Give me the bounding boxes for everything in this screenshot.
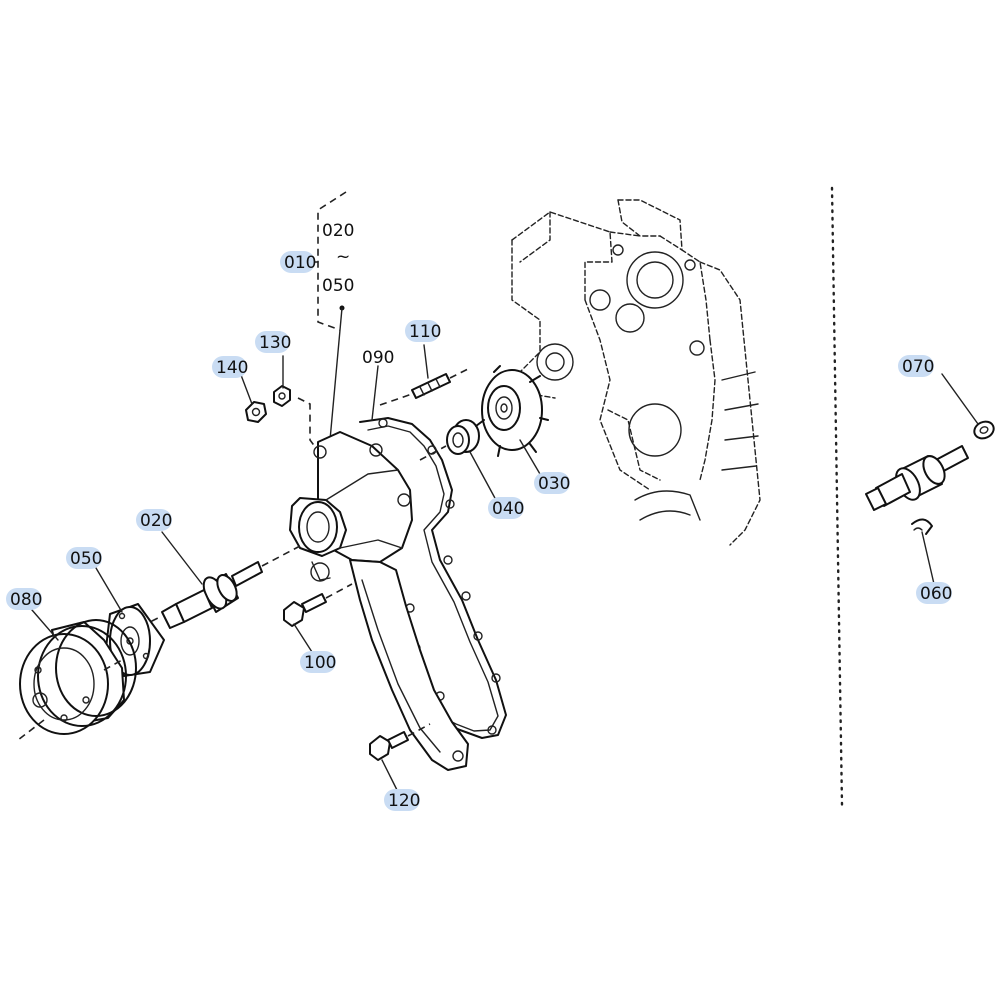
callout-140-label: 140: [216, 358, 248, 378]
callout-120[interactable]: 120: [384, 789, 420, 811]
stud-110-drawing: [379, 367, 471, 406]
callout-120-highlight: [384, 789, 420, 811]
callout-100[interactable]: 100: [300, 651, 336, 673]
callout-030-label: 030: [538, 474, 570, 494]
callout-080-label: 080: [10, 590, 42, 610]
callout-030-highlight: [534, 472, 570, 494]
callout-010-label: 010: [284, 253, 316, 273]
seal-040-drawing: [419, 419, 480, 461]
callout-020[interactable]: 020: [136, 509, 172, 531]
group-top-label: 020: [322, 221, 354, 241]
group-bottom-label: 050: [322, 276, 354, 296]
callout-080-highlight: [6, 588, 42, 610]
callout-090[interactable]: 090: [362, 348, 394, 368]
callout-030[interactable]: 030: [534, 472, 570, 494]
callout-100-highlight: [300, 651, 336, 673]
water-pump-body: [289, 417, 507, 771]
callout-060-highlight: [916, 582, 952, 604]
section-divider: [830, 186, 844, 807]
callout-010[interactable]: 010: [280, 251, 316, 273]
shaft-bearing-020-drawing: [129, 545, 301, 633]
callout-140-highlight: [212, 356, 247, 378]
callout-130-highlight: [255, 331, 290, 353]
callout-010-highlight: [280, 251, 315, 273]
callout-120-label: 120: [388, 791, 420, 811]
engine-block-drawing: [511, 199, 761, 546]
group-tilde: ~: [336, 247, 350, 267]
callout-130-label: 130: [259, 333, 291, 353]
callout-020-highlight: [136, 509, 172, 531]
callout-070[interactable]: 070: [898, 355, 934, 377]
callout-110[interactable]: 110: [405, 320, 441, 342]
bolt-120-drawing: [369, 723, 431, 761]
callout-040[interactable]: 040: [488, 497, 524, 519]
callout-040-label: 040: [492, 499, 524, 519]
callout-100-label: 100: [304, 653, 336, 673]
callout-090-label: 090: [362, 348, 394, 368]
impeller-030-drawing: [475, 365, 549, 457]
callout-130[interactable]: 130: [255, 331, 291, 353]
bolt-100-drawing: [283, 583, 353, 627]
leader-lines: [31, 344, 979, 793]
callout-110-highlight: [405, 320, 440, 342]
callout-080[interactable]: 080: [6, 588, 42, 610]
pulley-080-drawing: [17, 619, 137, 741]
callout-050-highlight: [66, 547, 102, 569]
callout-060-label: 060: [920, 584, 952, 604]
callout-070-highlight: [898, 355, 934, 377]
callout-110-label: 110: [409, 322, 441, 342]
callout-060[interactable]: 060: [916, 582, 952, 604]
group-labels: 020 ~ 050: [322, 221, 354, 296]
callout-020-label: 020: [140, 511, 172, 531]
flange-050-drawing: [105, 603, 165, 677]
callout-050-label: 050: [70, 549, 102, 569]
callout-050[interactable]: 050: [66, 547, 102, 569]
callout-040-highlight: [488, 497, 524, 519]
right-shaft-drawing: [865, 420, 995, 535]
callout-140[interactable]: 140: [212, 356, 248, 378]
callout-070-label: 070: [902, 357, 934, 377]
nuts-drawing: [245, 385, 317, 449]
